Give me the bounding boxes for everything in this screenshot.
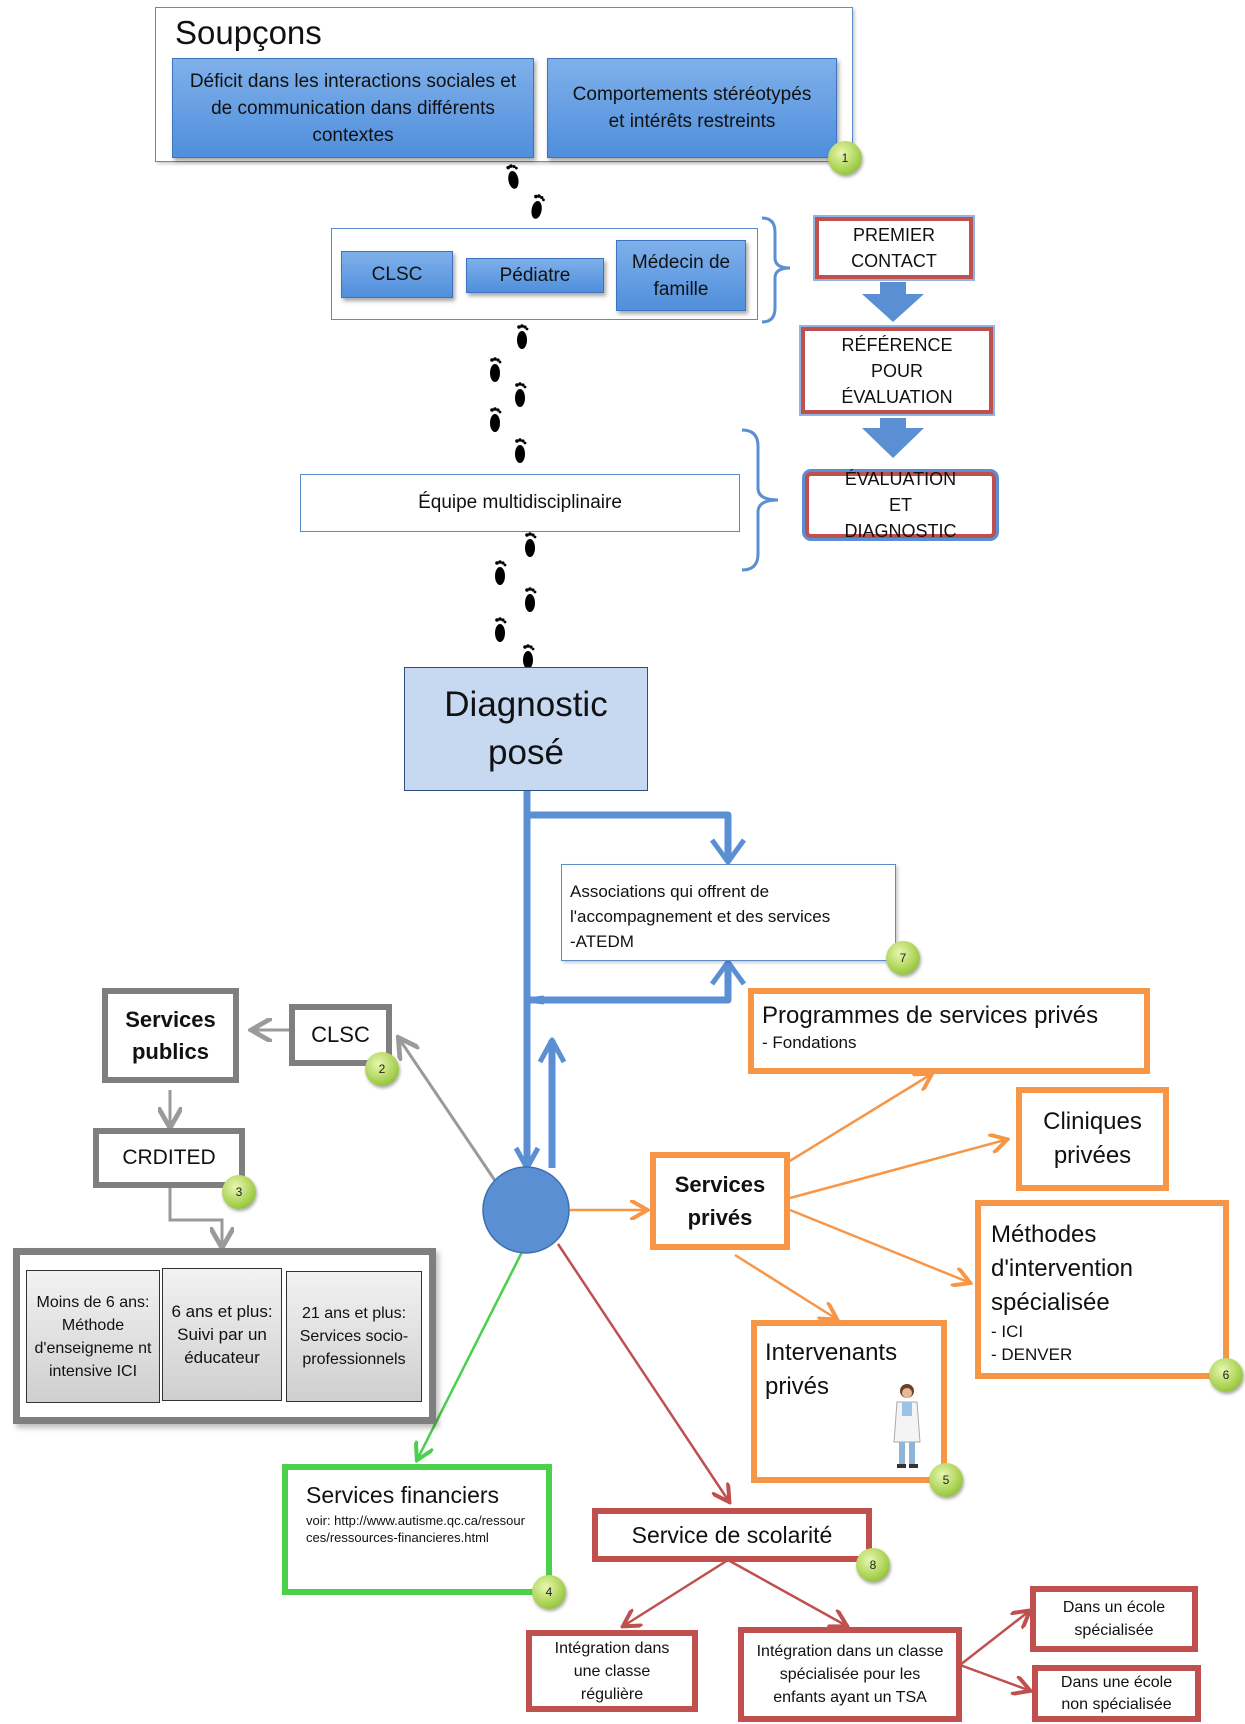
cliniques-box: Cliniques privées xyxy=(1016,1087,1169,1191)
blue-flow xyxy=(513,790,747,1171)
ecole-specialisee-box: Dans un école spécialisée xyxy=(1030,1586,1198,1652)
step-badge-8: 8 xyxy=(856,1548,890,1582)
crdited-box: CRDITED xyxy=(93,1128,245,1188)
clsc-box: CLSC xyxy=(341,251,453,298)
age-group-21-plus: 21 ans et plus: Services socio-professio… xyxy=(286,1271,422,1402)
hub-circle xyxy=(482,1166,570,1254)
step-badge-7: 7 xyxy=(886,941,920,975)
services-prives-box: Services privés xyxy=(650,1152,790,1250)
integration-specialisee-box: Intégration dans un classe spécialisée p… xyxy=(738,1627,962,1722)
services-publics-box: Services publics xyxy=(102,988,239,1083)
integration-reguliere-box: Intégration dans une classe régulière xyxy=(526,1630,698,1712)
equipe-multidisciplinaire-box: Équipe multidisciplinaire xyxy=(300,474,740,532)
intervenants-box: Intervenants privés xyxy=(751,1320,947,1483)
services-financiers-box: Services financiers voir: http://www.aut… xyxy=(282,1464,552,1595)
diagnostic-box: Diagnostic posé xyxy=(404,667,648,791)
process-arrow-2 xyxy=(862,418,924,458)
methodes-item-ici: - ICI xyxy=(991,1322,1024,1341)
methodes-box: Méthodes d'intervention spécialisée - IC… xyxy=(975,1200,1229,1379)
evaluation-box: ÉVALUATION ET DIAGNOSTIC xyxy=(805,469,996,541)
service-scolarite-box: Service de scolarité xyxy=(592,1508,872,1562)
services-prives-line1: Services xyxy=(674,1172,766,1197)
services-publics-line1: Services xyxy=(125,1006,216,1032)
pediatre-box: Pédiatre xyxy=(466,258,604,293)
step-badge-2: 2 xyxy=(365,1052,399,1086)
suspicion-box-interactions: Déficit dans les interactions sociales e… xyxy=(172,58,534,158)
associations-line1: Associations qui offrent de xyxy=(570,882,770,901)
step-badge-3: 3 xyxy=(222,1175,256,1209)
step-badge-4: 4 xyxy=(532,1575,566,1609)
step-badge-5: 5 xyxy=(929,1463,963,1497)
programmes-item: - Fondations xyxy=(762,1033,857,1052)
step-badge-6: 6 xyxy=(1209,1358,1243,1392)
age-group-6-plus: 6 ans et plus: Suivi par un éducateur xyxy=(162,1268,282,1401)
programmes-box: Programmes de services privés - Fondatio… xyxy=(748,988,1150,1074)
process-arrow-1 xyxy=(862,282,924,322)
methodes-line1: Méthodes xyxy=(991,1221,1097,1248)
intervenants-line2: privés xyxy=(765,1373,830,1400)
methodes-line2: d'intervention xyxy=(991,1255,1134,1282)
ecole-non-specialisee-box: Dans une école non spécialisée xyxy=(1032,1665,1201,1722)
services-prives-line2: privés xyxy=(687,1205,753,1230)
diagnostic-line2: posé xyxy=(488,733,564,772)
bracket-first-contact xyxy=(761,216,791,324)
bracket-evaluation xyxy=(741,428,779,572)
associations-line3: -ATEDM xyxy=(570,932,634,951)
associations-box: Associations qui offrent de l'accompagne… xyxy=(561,864,896,961)
services-financiers-title: Services financiers xyxy=(306,1482,500,1508)
services-publics-line2: publics xyxy=(131,1038,209,1064)
age-group-under-6: Moins de 6 ans: Méthode d'enseigneme nt … xyxy=(26,1270,160,1403)
services-financiers-link[interactable]: voir: http://www.autisme.qc.ca/ressource… xyxy=(306,1513,525,1545)
associations-line2: l'accompagnement et des services xyxy=(570,907,831,926)
suspicion-title: Soupçons xyxy=(175,14,322,51)
cliniques-line2: privées xyxy=(1053,1142,1132,1169)
step-badge-1: 1 xyxy=(828,141,862,175)
diagnostic-line1: Diagnostic xyxy=(444,685,608,724)
reference-box: RÉFÉRENCE POUR ÉVALUATION xyxy=(801,327,993,414)
suspicion-box-behaviours: Comportements stéréotypés et intérêts re… xyxy=(547,58,837,158)
doctor-icon xyxy=(893,1384,921,1468)
cliniques-line1: Cliniques xyxy=(1043,1108,1142,1135)
medecin-box: Médecin de famille xyxy=(616,240,746,311)
intervenants-line1: Intervenants xyxy=(765,1339,898,1366)
methodes-item-denver: - DENVER xyxy=(991,1345,1073,1364)
programmes-title: Programmes de services privés xyxy=(762,1002,1099,1029)
methodes-line3: spécialisée xyxy=(991,1289,1110,1316)
premier-contact-box: PREMIER CONTACT xyxy=(815,217,973,279)
